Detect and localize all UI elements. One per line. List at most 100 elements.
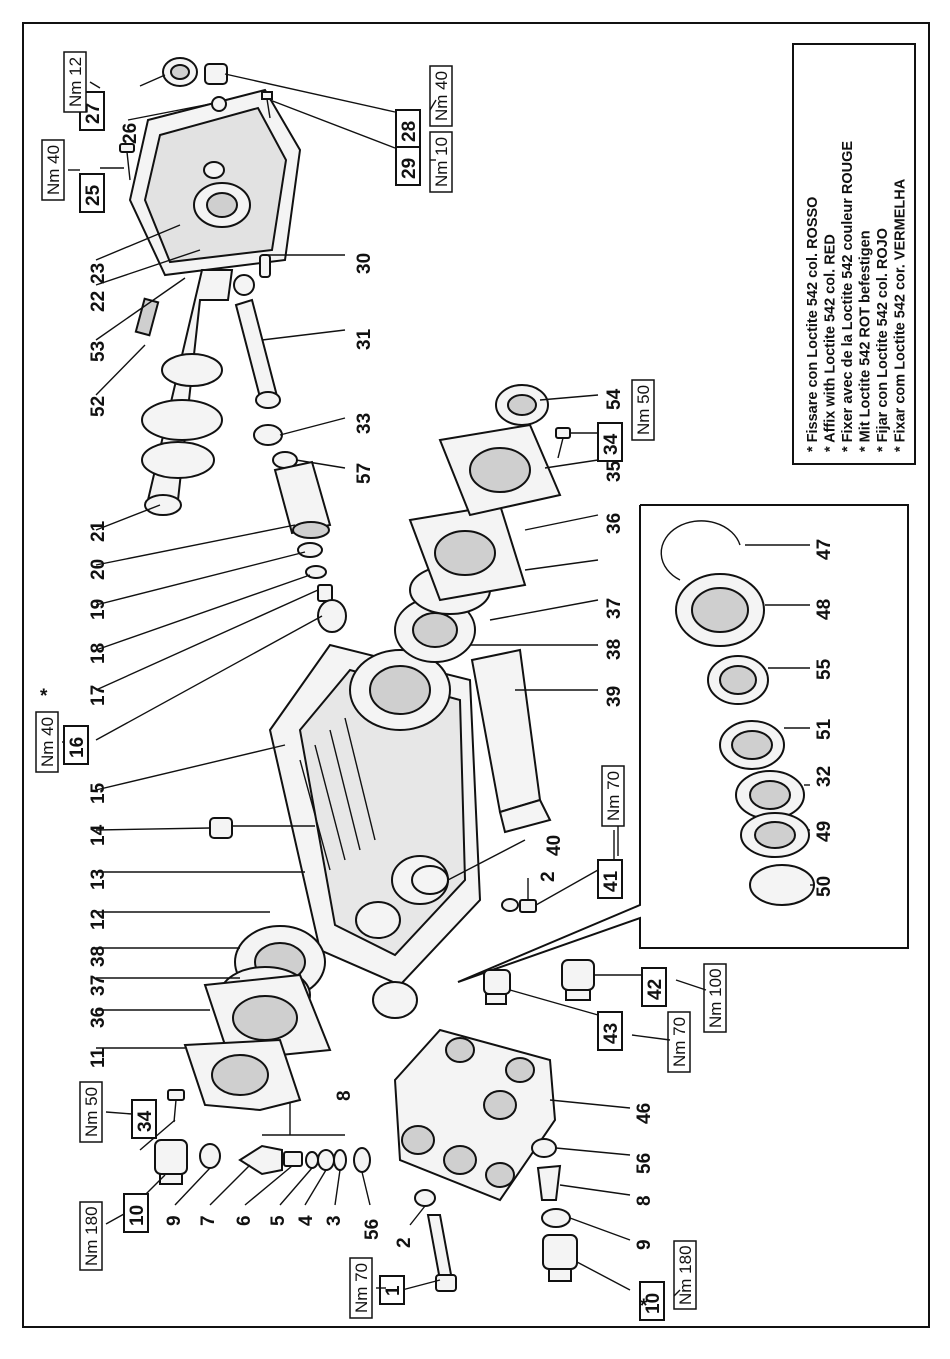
label-3: 3: [324, 1215, 345, 1226]
label-37-right: 37: [604, 598, 625, 619]
label-30: 30: [354, 253, 375, 274]
crankshaft: [134, 269, 234, 516]
seal-32: [735, 770, 805, 820]
torque-labels: Nm 12 Nm 40 Nm 40 Nm 10 Nm 40 Nm 50 Nm 7…: [35, 51, 727, 1319]
note-es: * Fijar con Loctite 542 col. ROJO: [875, 228, 891, 452]
label-56-right: 56: [634, 1153, 655, 1174]
label-14: 14: [88, 824, 109, 846]
label-10-right: 10: [643, 1293, 664, 1314]
label-17: 17: [88, 685, 109, 706]
torque-10-left: Nm 180: [82, 1206, 101, 1266]
label-34-right: 34: [601, 433, 622, 455]
label-6: 6: [234, 1215, 255, 1226]
ring-50: [749, 864, 815, 906]
ring-56-right: [531, 1138, 557, 1158]
label-11: 11: [88, 1047, 109, 1068]
label-32: 32: [814, 766, 835, 787]
torque-34-right: Nm 50: [634, 385, 653, 435]
torque-29: Nm 10: [432, 137, 451, 187]
loctite-notes-box: [792, 43, 916, 465]
valve-plug-10-left: [154, 1139, 188, 1185]
o-ring-3: [333, 1149, 347, 1171]
label-27: 27: [83, 103, 104, 124]
label-33: 33: [354, 413, 375, 434]
label-7: 7: [198, 1215, 219, 1226]
label-15: 15: [88, 782, 109, 804]
label-35: 35: [604, 460, 625, 482]
spring-6: [283, 1151, 303, 1167]
label-48: 48: [814, 599, 835, 620]
label-38-left: 38: [88, 946, 109, 967]
label-54: 54: [604, 388, 625, 410]
screw-29: [261, 91, 273, 119]
washer-2-top: [501, 898, 519, 912]
valve-8-right: [536, 1164, 562, 1201]
label-36-right: 36: [604, 513, 625, 534]
seal-48: [675, 573, 765, 647]
ring-56-left: [353, 1147, 371, 1173]
label-26: 26: [120, 123, 141, 144]
crankcase-body: [268, 643, 482, 987]
torque-41: Nm 70: [604, 771, 623, 821]
part-labels: 27 26 25 28 29 23 22 30 53 52 31 33 57 2…: [63, 91, 835, 1321]
label-2-top: 2: [538, 871, 559, 882]
seat-4: [317, 1149, 335, 1171]
label-8-right: 8: [634, 1195, 655, 1206]
bolt-1: [414, 1189, 457, 1292]
label-57: 57: [354, 463, 375, 484]
star-16: *: [40, 686, 48, 707]
label-21: 21: [88, 520, 109, 542]
circlip-47: [660, 520, 741, 581]
label-12: 12: [88, 909, 109, 930]
label-22: 22: [88, 291, 109, 312]
label-55: 55: [814, 658, 835, 680]
label-23: 23: [88, 263, 109, 284]
o-ring-9-right: [541, 1208, 571, 1228]
label-10-left: 10: [127, 1205, 148, 1226]
label-49: 49: [814, 821, 835, 842]
circlip-33: [253, 424, 283, 446]
label-25: 25: [83, 184, 104, 206]
torque-28: Nm 40: [432, 71, 451, 121]
gasket-36-left: [203, 973, 332, 1062]
label-36-left: 36: [88, 1007, 109, 1028]
note-de: * Mit Loctite 542 ROT befestigen: [858, 230, 874, 452]
label-16: 16: [67, 737, 88, 758]
label-50: 50: [814, 876, 835, 897]
torque-16: Nm 40: [38, 717, 57, 767]
label-31: 31: [354, 328, 375, 350]
oil-cap: [162, 57, 198, 87]
torque-42: Nm 100: [706, 968, 725, 1028]
label-20: 20: [88, 559, 109, 580]
screw-34-right: [555, 427, 571, 459]
torque-1: Nm 70: [352, 1263, 371, 1313]
label-28: 28: [399, 121, 420, 142]
star-10: *: [640, 1296, 648, 1317]
screw-34-left: [167, 1089, 185, 1123]
oil-seal-12: [372, 981, 418, 1019]
o-ring-9-left: [199, 1143, 221, 1169]
screw-25: [119, 143, 135, 181]
label-1: 1: [383, 1285, 404, 1296]
note-en: * Affix with Loctite 542 col. RED: [823, 234, 839, 452]
label-5: 5: [268, 1215, 289, 1226]
label-29: 29: [399, 158, 420, 179]
label-52: 52: [88, 396, 109, 417]
label-47: 47: [814, 539, 835, 560]
label-4: 4: [296, 1215, 317, 1226]
label-18: 18: [88, 643, 109, 664]
plug-43: [483, 969, 511, 1005]
seal-19: [297, 542, 323, 558]
leader-lines: [95, 73, 814, 1291]
label-56-left: 56: [362, 1219, 383, 1240]
o-ring-26: [211, 96, 227, 112]
label-38-right: 38: [604, 639, 625, 660]
pin-30: [259, 254, 271, 278]
label-43: 43: [601, 1023, 622, 1044]
label-9-right: 9: [634, 1239, 655, 1250]
label-13: 13: [88, 869, 109, 890]
detail-inset-box: [457, 504, 909, 983]
plunger-17: [317, 584, 333, 602]
note-pt: * Fixar com Loctite 542 cor. VERMELHA: [893, 178, 909, 452]
